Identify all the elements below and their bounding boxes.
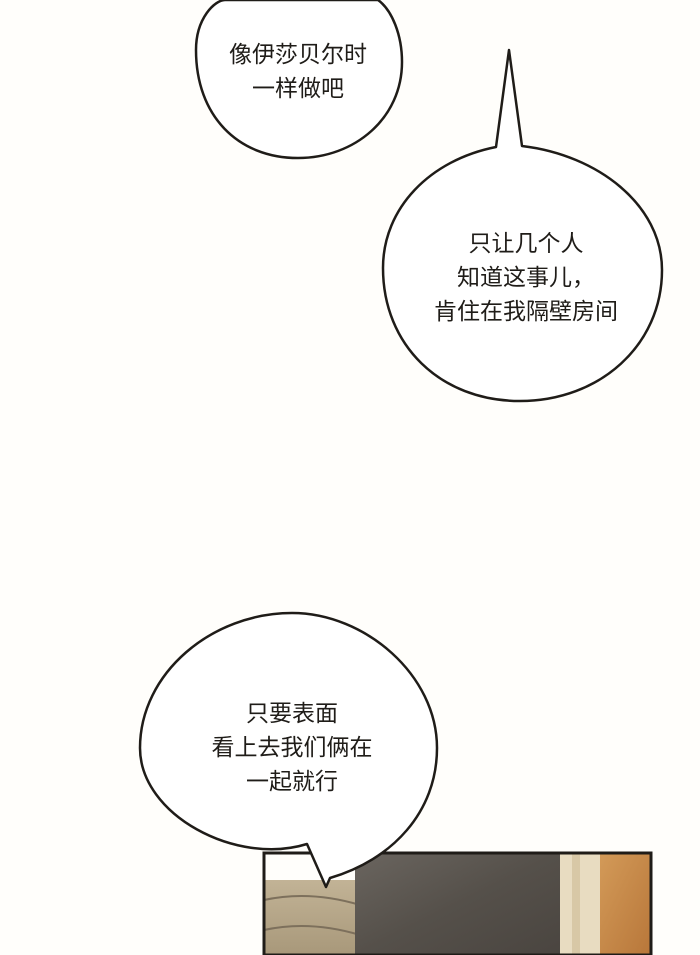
speech-bubble-2-text: 只让几个人 知道这事儿， 肯住在我隔壁房间 xyxy=(396,227,656,329)
speech-bubble-2-line-3: 肯住在我隔壁房间 xyxy=(434,299,618,325)
bottom-panel-illustration xyxy=(262,851,653,955)
panel-wood-door xyxy=(600,853,650,955)
speech-bubble-2-line-1: 只让几个人 xyxy=(468,231,584,257)
panel-dark-wall xyxy=(355,853,560,955)
speech-bubble-3-line-3: 一起就行 xyxy=(246,769,338,795)
speech-bubble-2-line-2: 知道这事儿， xyxy=(457,265,595,291)
speech-bubble-1 xyxy=(194,0,404,160)
panel-tan-wall xyxy=(264,880,360,955)
speech-bubble-3-line-1: 只要表面 xyxy=(246,701,338,727)
speech-bubble-1-line-1: 像伊莎贝尔时 xyxy=(229,42,367,68)
speech-bubble-1-text: 像伊莎贝尔时 一样做吧 xyxy=(200,38,396,106)
speech-bubble-1-line-2: 一样做吧 xyxy=(252,76,344,102)
speech-bubble-3 xyxy=(138,611,439,889)
speech-bubble-2 xyxy=(381,48,664,403)
speech-bubble-3-text: 只要表面 看上去我们俩在 一起就行 xyxy=(160,697,424,799)
speech-bubble-3-line-2: 看上去我们俩在 xyxy=(211,735,373,761)
